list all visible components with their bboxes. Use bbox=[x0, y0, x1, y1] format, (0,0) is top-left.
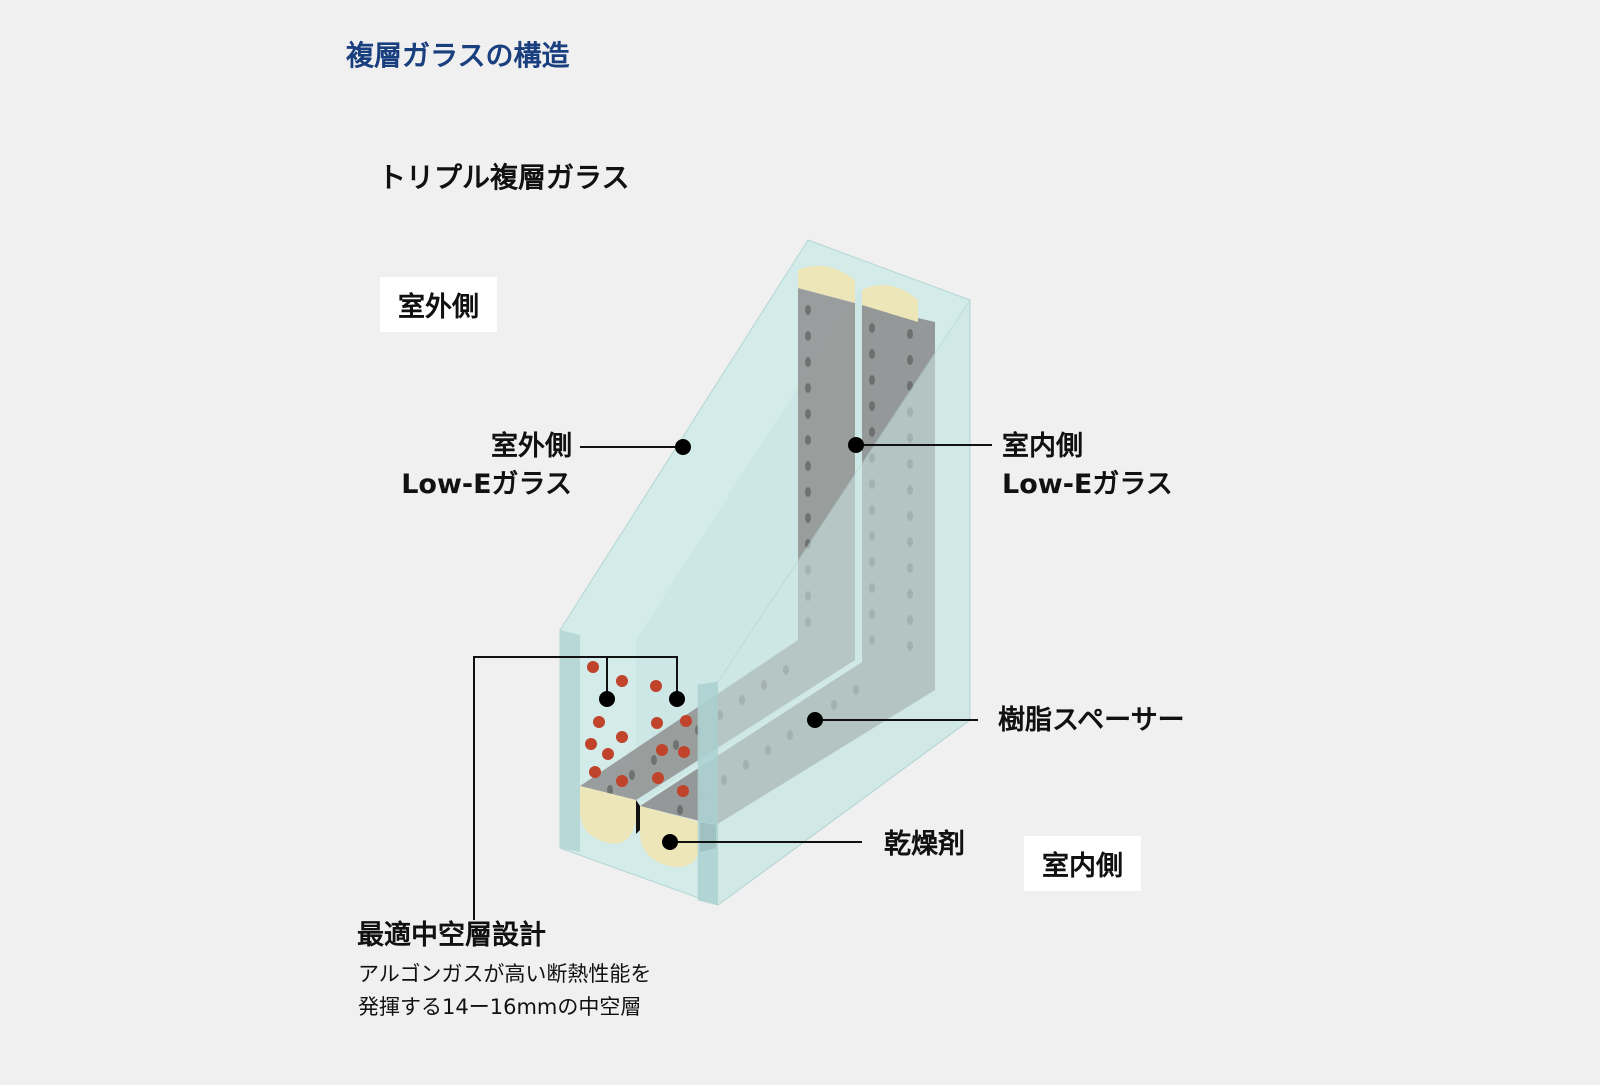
outdoor-side-badge: 室外側 bbox=[380, 277, 497, 332]
spacer-hole bbox=[869, 375, 875, 385]
page-title: 複層ガラスの構造 bbox=[346, 39, 570, 72]
spacer-hole bbox=[869, 427, 875, 437]
outdoor-lowe-label: 室外側 Low-Eガラス bbox=[401, 431, 572, 500]
spacer-hole bbox=[805, 305, 811, 315]
argon-gas-dot bbox=[650, 680, 662, 692]
marker-air-layer-1 bbox=[599, 691, 615, 707]
spacer-hole bbox=[907, 329, 913, 339]
spacer-hole bbox=[673, 740, 679, 750]
argon-gas-dot bbox=[680, 715, 692, 727]
air-layer-description: アルゴンガスが高い断熱性能を 発揮する14ー16mmの中空層 bbox=[358, 962, 652, 1019]
argon-gas-dot bbox=[678, 746, 690, 758]
marker-air-layer-2 bbox=[669, 691, 685, 707]
marker-indoor-lowe bbox=[848, 437, 864, 453]
spacer-hole bbox=[805, 461, 811, 471]
spacer-hole bbox=[805, 357, 811, 367]
outdoor-glass-edge bbox=[560, 630, 580, 852]
spacer-hole bbox=[805, 383, 811, 393]
spacer-hole bbox=[869, 349, 875, 359]
desiccant-label: 乾燥剤 bbox=[884, 829, 965, 860]
spacer-end-black-1 bbox=[636, 800, 640, 834]
spacer-hole bbox=[805, 331, 811, 341]
diagram-subtitle: トリプル複層ガラス bbox=[378, 161, 630, 194]
argon-gas-dot bbox=[593, 716, 605, 728]
argon-gas-dot bbox=[585, 738, 597, 750]
marker-outdoor-lowe bbox=[675, 439, 691, 455]
spacer-hole bbox=[677, 805, 683, 815]
spacer-hole bbox=[651, 755, 657, 765]
spacer-hole bbox=[805, 435, 811, 445]
argon-gas-dot bbox=[652, 772, 664, 784]
argon-gas-dot bbox=[602, 748, 614, 760]
indoor-side-badge: 室内側 bbox=[1024, 836, 1141, 891]
spacer-hole bbox=[607, 785, 613, 795]
argon-gas-dot bbox=[677, 785, 689, 797]
desiccant-bottom-1 bbox=[580, 786, 636, 844]
spacer-hole bbox=[869, 401, 875, 411]
spacer-hole bbox=[805, 487, 811, 497]
indoor-lowe-label: 室内側 Low-Eガラス bbox=[1002, 431, 1173, 500]
argon-gas-dot bbox=[651, 717, 663, 729]
spacer-hole bbox=[907, 355, 913, 365]
desiccant-top-2 bbox=[862, 284, 918, 322]
argon-gas-dot bbox=[587, 661, 599, 673]
argon-gas-dot bbox=[616, 775, 628, 787]
air-layer-title: 最適中空層設計 bbox=[357, 920, 546, 951]
desiccant-top-1 bbox=[798, 265, 855, 303]
argon-gas-dot bbox=[616, 731, 628, 743]
spacer-hole bbox=[805, 409, 811, 419]
indoor-glass-edge bbox=[698, 682, 718, 905]
marker-spacer bbox=[807, 712, 823, 728]
argon-gas-dot bbox=[589, 766, 601, 778]
spacer-hole bbox=[869, 323, 875, 333]
spacer-hole bbox=[629, 770, 635, 780]
marker-desiccant bbox=[662, 834, 678, 850]
argon-gas-dot bbox=[616, 675, 628, 687]
argon-gas-dot bbox=[656, 744, 668, 756]
spacer-hole bbox=[805, 513, 811, 523]
spacer-label: 樹脂スペーサー bbox=[998, 705, 1185, 736]
